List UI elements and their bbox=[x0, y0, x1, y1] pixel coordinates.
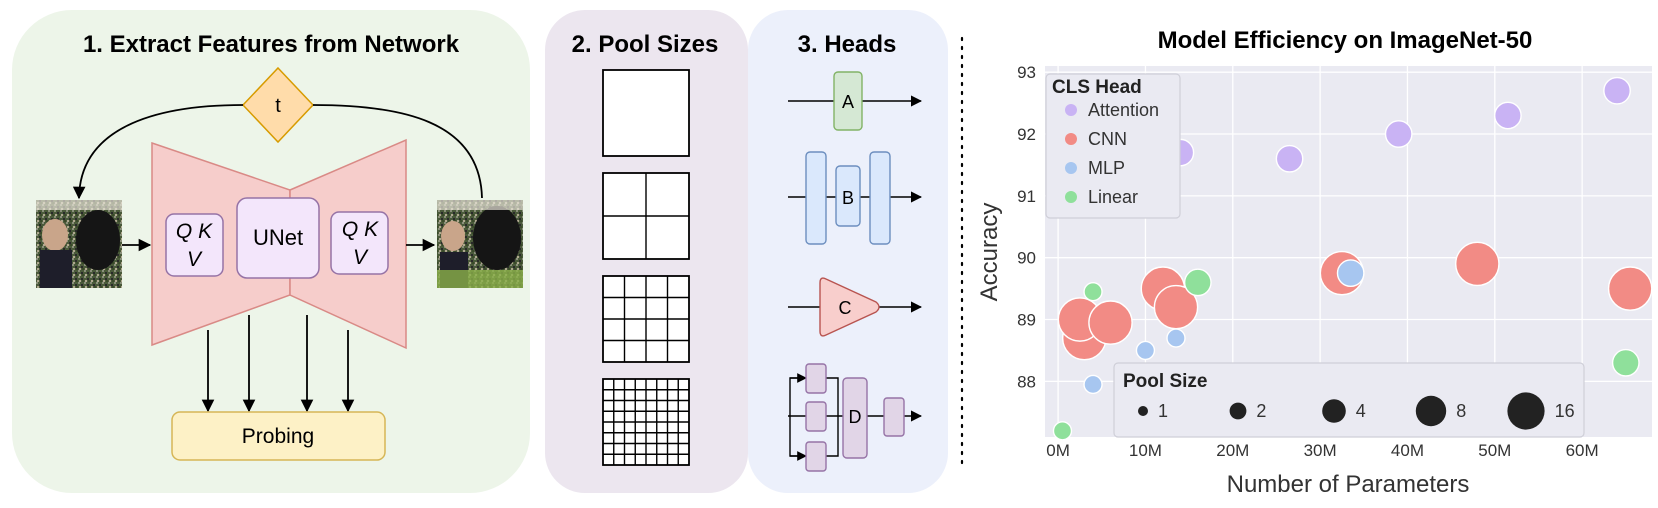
pool-size-marker-1 bbox=[1138, 406, 1148, 416]
x-tick-label: 10M bbox=[1129, 441, 1162, 460]
point-cnn bbox=[1088, 300, 1133, 345]
point-linear bbox=[1183, 268, 1212, 297]
heads-panel-background bbox=[748, 10, 948, 493]
legend-label-attention: Attention bbox=[1088, 100, 1159, 120]
pool-grids bbox=[602, 69, 690, 466]
head-a-label: A bbox=[842, 92, 854, 112]
pool-size-label-16: 16 bbox=[1555, 401, 1575, 421]
unet-label: UNet bbox=[253, 225, 303, 250]
pool-legend-title: Pool Size bbox=[1123, 371, 1207, 392]
pool-panel-title: 2. Pool Sizes bbox=[572, 31, 719, 58]
head-c: C bbox=[788, 277, 923, 337]
legend-marker-attention bbox=[1065, 104, 1077, 116]
timestep-label: t bbox=[275, 95, 281, 117]
x-tick-label: 30M bbox=[1304, 441, 1337, 460]
heads-panel: 3. Heads A B C bbox=[748, 10, 948, 493]
point-mlp bbox=[1336, 259, 1365, 288]
pool-grid-1x1 bbox=[602, 69, 690, 157]
x-tick-labels: 0M 10M 20M 30M 40M 50M 60M bbox=[1046, 441, 1598, 460]
noisy-output-image bbox=[437, 200, 523, 288]
timestep-curve-right bbox=[312, 104, 483, 199]
point-linear bbox=[1611, 348, 1640, 377]
point-attention bbox=[1384, 120, 1413, 148]
y-tick-label: 88 bbox=[1017, 372, 1036, 391]
qkv-right-line1: Q K bbox=[342, 218, 379, 241]
point-mlp bbox=[1083, 374, 1103, 395]
pool-size-label-1: 1 bbox=[1158, 401, 1168, 421]
y-tick-labels: 88 89 90 91 92 93 bbox=[1017, 63, 1036, 391]
y-tick-label: 93 bbox=[1017, 63, 1036, 82]
point-mlp bbox=[1135, 340, 1156, 361]
point-cnn bbox=[1607, 266, 1653, 311]
head-b: B bbox=[788, 151, 923, 245]
qkv-right-line2: V bbox=[353, 246, 369, 269]
pool-size-marker-16 bbox=[1507, 392, 1545, 430]
qkv-left-line1: Q K bbox=[176, 220, 213, 243]
legend-label-linear: Linear bbox=[1088, 187, 1138, 207]
noisy-input-image bbox=[36, 200, 122, 288]
x-tick-label: 50M bbox=[1478, 441, 1511, 460]
legend-label-mlp: MLP bbox=[1088, 158, 1125, 178]
x-tick-label: 40M bbox=[1391, 441, 1424, 460]
point-linear bbox=[1083, 281, 1103, 302]
timestep-curve-left bbox=[72, 104, 244, 200]
pool-sizes-panel: 2. Pool Sizes bbox=[545, 10, 748, 493]
extract-features-panel: 1. Extract Features from Network t Q K V… bbox=[12, 10, 530, 493]
y-tick-label: 91 bbox=[1017, 187, 1036, 206]
pool-size-label-8: 8 bbox=[1456, 401, 1466, 421]
point-linear bbox=[1052, 421, 1073, 441]
legend-marker-mlp bbox=[1065, 162, 1077, 174]
y-tick-label: 90 bbox=[1017, 249, 1036, 268]
head-c-label: C bbox=[839, 298, 852, 318]
legend-label-cnn: CNN bbox=[1088, 129, 1127, 149]
unet-box bbox=[236, 197, 320, 279]
point-attention bbox=[1493, 101, 1522, 130]
legend-marker-cnn bbox=[1065, 133, 1077, 145]
qkv-box-left bbox=[165, 213, 224, 277]
cls-legend-title: CLS Head bbox=[1052, 77, 1142, 98]
head-a: A bbox=[788, 71, 923, 131]
point-mlp bbox=[1166, 328, 1186, 348]
x-axis-label: Number of Parameters bbox=[1227, 471, 1470, 498]
pool-grid-8x8 bbox=[602, 378, 690, 466]
pool-size-marker-4 bbox=[1322, 399, 1346, 423]
legend-marker-linear bbox=[1065, 191, 1077, 203]
extract-panel-title: 1. Extract Features from Network bbox=[83, 31, 460, 58]
y-tick-label: 89 bbox=[1017, 311, 1036, 330]
head-d: D bbox=[788, 363, 923, 472]
y-tick-label: 92 bbox=[1017, 125, 1036, 144]
pool-size-label-2: 2 bbox=[1256, 401, 1266, 421]
pool-size-label-4: 4 bbox=[1356, 401, 1366, 421]
x-tick-label: 20M bbox=[1216, 441, 1249, 460]
qkv-box-right bbox=[330, 211, 389, 275]
timestep-diamond bbox=[241, 66, 315, 144]
heads-panel-title: 3. Heads bbox=[798, 31, 897, 58]
point-attention bbox=[1603, 76, 1631, 105]
pool-size-marker-2 bbox=[1229, 402, 1247, 420]
x-tick-label: 0M bbox=[1046, 441, 1070, 460]
chart-title: Model Efficiency on ImageNet-50 bbox=[1158, 27, 1533, 54]
qkv-left-line2: V bbox=[187, 248, 203, 271]
x-tick-label: 60M bbox=[1566, 441, 1599, 460]
head-d-label: D bbox=[849, 407, 862, 427]
pool-grid-2x2 bbox=[602, 172, 690, 260]
probing-label: Probing bbox=[242, 425, 314, 448]
head-b-label: B bbox=[842, 188, 854, 208]
y-axis-label: Accuracy bbox=[976, 203, 1003, 302]
pool-size-legend: Pool Size 1 2 4 8 16 bbox=[1113, 362, 1585, 438]
pool-size-marker-8 bbox=[1415, 395, 1447, 427]
point-attention bbox=[1275, 144, 1304, 173]
point-cnn bbox=[1455, 241, 1500, 287]
probing-box bbox=[171, 411, 386, 461]
pool-grid-4x4 bbox=[602, 275, 690, 363]
